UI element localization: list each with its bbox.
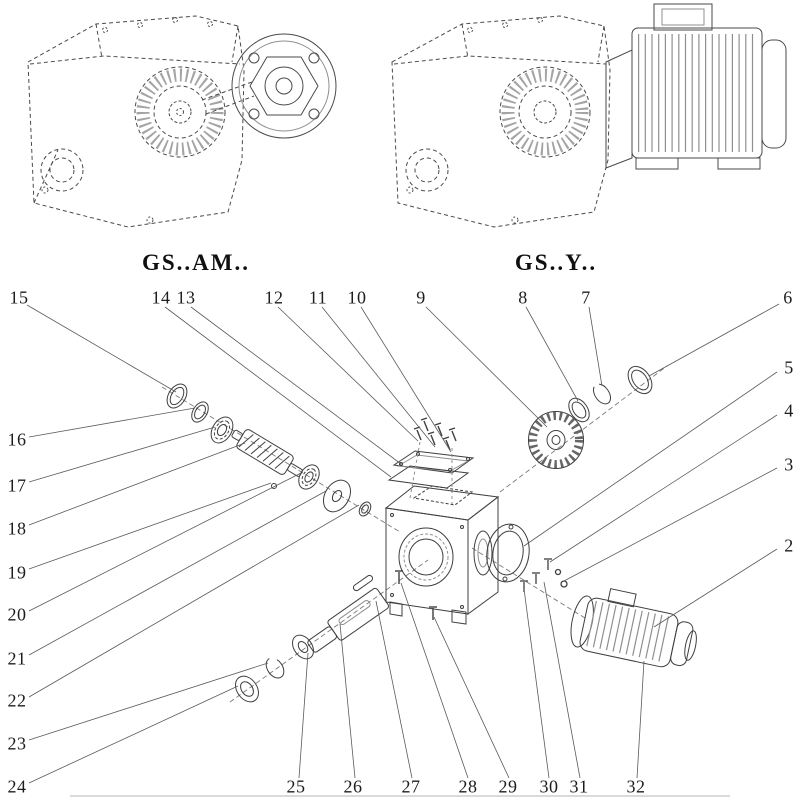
part-number-10: 10 — [347, 287, 367, 308]
gear-chain-parts — [528, 365, 653, 469]
gearbox-housing — [384, 485, 500, 625]
motor-exploded — [570, 588, 697, 668]
part-number-23: 23 — [7, 733, 27, 754]
part-number-18: 18 — [7, 518, 27, 539]
part-number-24: 24 — [7, 776, 27, 797]
drawing-gs-y — [391, 3, 787, 228]
shaft-key — [352, 574, 374, 592]
part-number-25: 25 — [286, 776, 306, 797]
flange-disc — [231, 33, 337, 139]
part-number-29: 29 — [498, 776, 518, 797]
output-flange-parts — [486, 523, 568, 592]
loose-screws — [395, 570, 437, 620]
part-number-12: 12 — [264, 287, 284, 308]
part-number-30: 30 — [539, 776, 559, 797]
part-number-32: 32 — [626, 776, 646, 797]
drawing-gs-am — [27, 15, 337, 228]
motor-top-view — [605, 3, 787, 170]
model-label-gs-y: GS..Y.. — [514, 250, 598, 275]
part-number-2: 2 — [784, 535, 794, 556]
part-number-13: 13 — [176, 287, 196, 308]
part-number-7: 7 — [581, 287, 591, 308]
cover-gasket — [387, 465, 470, 489]
part-number-15: 15 — [9, 287, 29, 308]
pin — [271, 483, 277, 489]
part-number-21: 21 — [7, 648, 27, 669]
part-number-17: 17 — [7, 475, 27, 496]
worm-shaft — [231, 429, 303, 477]
part-number-11: 11 — [308, 287, 328, 308]
part-number-6: 6 — [783, 287, 793, 308]
part-number-16: 16 — [7, 429, 27, 450]
worm-gear — [528, 411, 584, 469]
part-number-27: 27 — [401, 776, 421, 797]
part-number-26: 26 — [343, 776, 363, 797]
exploded-view — [161, 365, 697, 703]
part-number-20: 20 — [7, 604, 27, 625]
part-number-4: 4 — [784, 400, 794, 421]
part-number-22: 22 — [7, 690, 27, 711]
cover-bolts — [413, 417, 457, 451]
part-number-14: 14 — [151, 287, 171, 308]
part-number-31: 31 — [569, 776, 589, 797]
cover-assembly — [387, 417, 475, 506]
part-number-19: 19 — [7, 562, 27, 583]
part-number-5: 5 — [784, 357, 794, 378]
part-number-8: 8 — [518, 287, 528, 308]
model-label-gs-am: GS..AM.. — [142, 250, 250, 275]
part-number-3: 3 — [784, 454, 794, 475]
part-number-9: 9 — [416, 287, 426, 308]
output-shaft — [307, 587, 389, 653]
output-shaft-parts — [235, 574, 389, 703]
part-number-28: 28 — [458, 776, 478, 797]
leader-lines — [26, 303, 780, 784]
worm-shaft-parts — [166, 383, 372, 517]
cover-plate — [392, 450, 475, 474]
